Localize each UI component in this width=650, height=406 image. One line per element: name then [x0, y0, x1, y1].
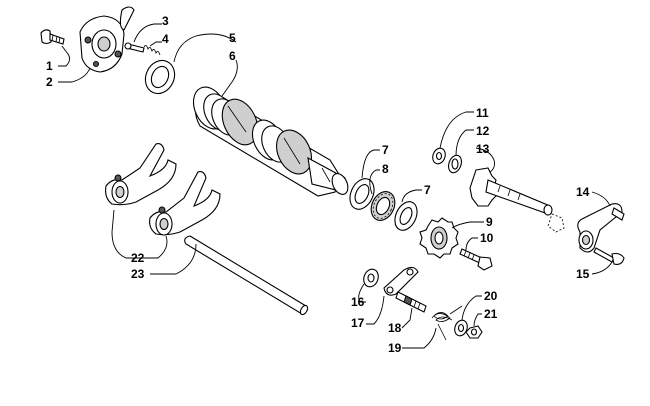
- washer-part-20: [454, 319, 468, 337]
- bolt-part-1: [40, 29, 65, 45]
- shift-arm-part-14: [577, 203, 625, 253]
- ring-part-12: [448, 154, 462, 174]
- callout-22: 22: [131, 251, 145, 265]
- pin-part-3: [124, 42, 145, 53]
- callout-21: 21: [484, 307, 498, 321]
- link-plate-part-17: [383, 266, 419, 296]
- shift-fork-part-22a: [105, 143, 177, 206]
- callout-1: 1: [46, 59, 53, 73]
- callout-23: 23: [131, 267, 145, 281]
- callout-17: 17: [351, 316, 365, 330]
- fork-shaft-part-23: [184, 235, 309, 316]
- callout-2: 2: [46, 75, 53, 89]
- bearing-part-8: [370, 191, 396, 221]
- callout-7-upper: 7: [382, 143, 389, 157]
- callout-15: 15: [576, 267, 590, 281]
- callout-labels: 1 2 3 4 5 6 7 8 7 9 10 11 12 13 14 15 16…: [46, 14, 590, 355]
- splined-sleeve: [547, 213, 565, 233]
- callout-7-lower: 7: [424, 183, 431, 197]
- shift-drum-part-6: [192, 86, 349, 197]
- shift-shaft-part-13: [469, 167, 553, 216]
- callout-18: 18: [388, 321, 402, 335]
- washer-part-11: [432, 147, 446, 165]
- washer-part-5: [144, 59, 176, 95]
- callout-19: 19: [388, 341, 402, 355]
- callout-10: 10: [480, 231, 494, 245]
- leader-lines: [58, 23, 613, 349]
- callout-20: 20: [484, 289, 498, 303]
- gear-part-9: [419, 217, 459, 259]
- washer-part-7-lower: [394, 201, 418, 231]
- callout-16: 16: [351, 295, 365, 309]
- cam-housing-part-2: [79, 6, 135, 73]
- callout-5: 5: [229, 31, 236, 45]
- callout-12: 12: [476, 124, 490, 138]
- callout-14: 14: [576, 185, 590, 199]
- stud-part-18: [395, 291, 427, 313]
- callout-3: 3: [162, 14, 169, 28]
- washer-part-7-upper: [349, 178, 375, 210]
- nut-part-21: [465, 325, 483, 339]
- callout-11: 11: [476, 106, 489, 120]
- callout-13: 13: [476, 142, 490, 156]
- spring-part-19: [431, 305, 463, 341]
- bolt-part-15: [593, 247, 625, 265]
- spring-part-4: [143, 45, 161, 56]
- callout-9: 9: [486, 215, 493, 229]
- callout-4: 4: [162, 32, 169, 46]
- callout-6: 6: [229, 49, 236, 63]
- shift-fork-part-22b: [149, 171, 221, 236]
- washer-part-16: [363, 268, 379, 288]
- bolt-part-10: [459, 248, 493, 271]
- callout-8: 8: [382, 162, 389, 176]
